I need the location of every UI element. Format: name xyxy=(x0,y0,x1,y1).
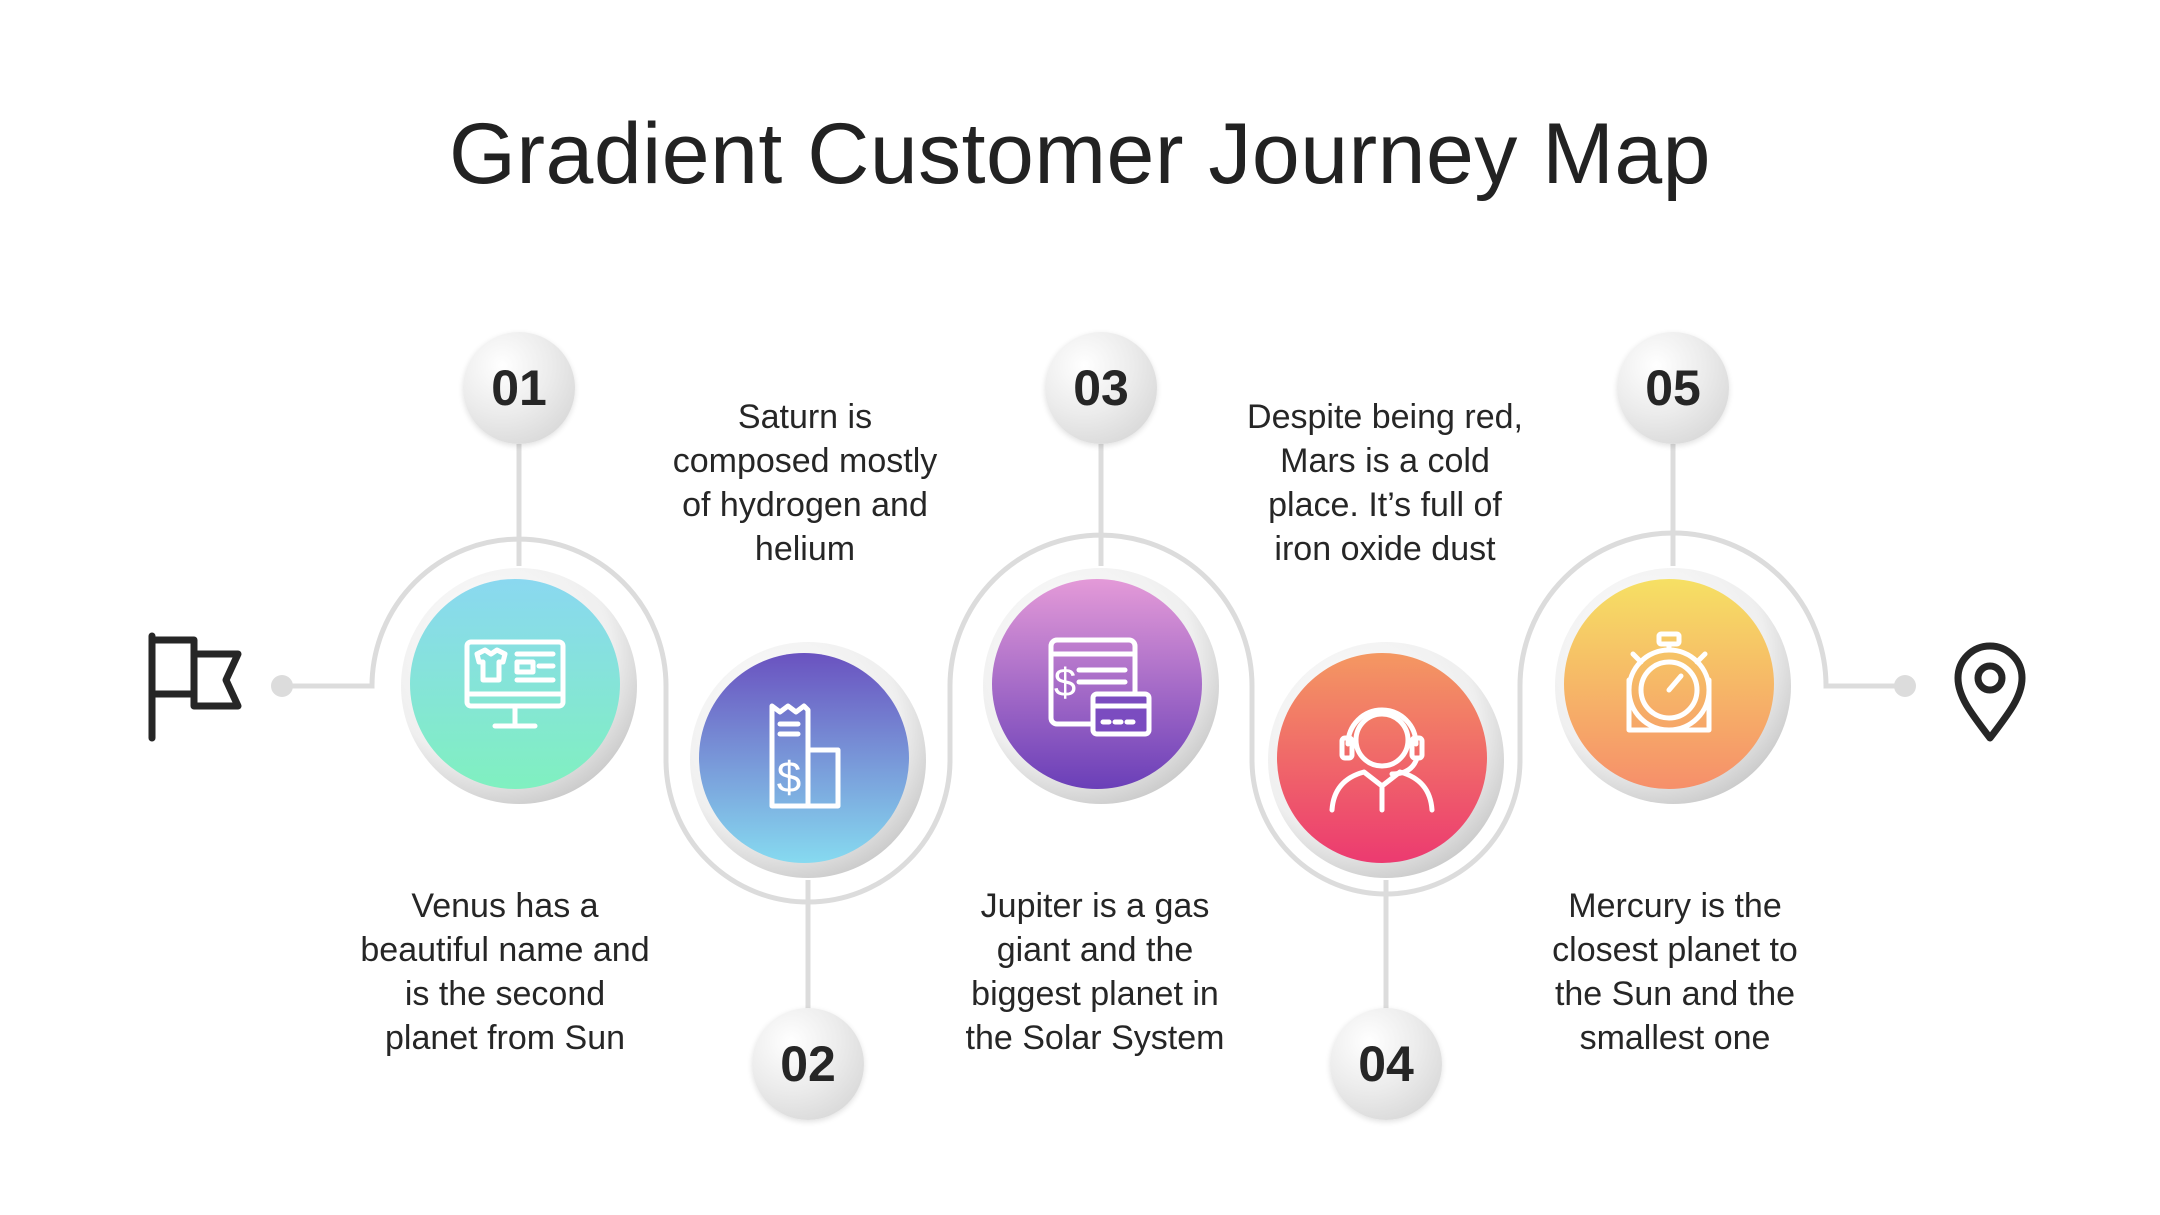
receipt-dollar-icon: $ xyxy=(769,703,841,809)
stopwatch-icon xyxy=(1626,631,1712,733)
start-dot xyxy=(271,675,293,697)
step-number-02: 02 xyxy=(752,1008,864,1120)
location-pin-icon xyxy=(1954,642,2026,742)
invoice-card-icon: $ xyxy=(1048,637,1152,737)
step-circle-02 xyxy=(699,653,909,863)
svg-text:$: $ xyxy=(1054,661,1076,705)
step-number-03: 03 xyxy=(1045,332,1157,444)
step-circle-01 xyxy=(410,579,620,789)
step-number-04: 04 xyxy=(1330,1008,1442,1120)
step-number-05: 05 xyxy=(1617,332,1729,444)
support-agent-icon xyxy=(1329,707,1435,813)
page-title: Gradient Customer Journey Map xyxy=(448,106,1712,202)
computer-shop-icon xyxy=(464,639,566,729)
end-dot xyxy=(1894,675,1916,697)
step-circle-05 xyxy=(1564,579,1774,789)
flag-icon xyxy=(148,632,242,742)
step-number-01: 01 xyxy=(463,332,575,444)
svg-text:$: $ xyxy=(777,753,801,802)
step-circle-04 xyxy=(1277,653,1487,863)
